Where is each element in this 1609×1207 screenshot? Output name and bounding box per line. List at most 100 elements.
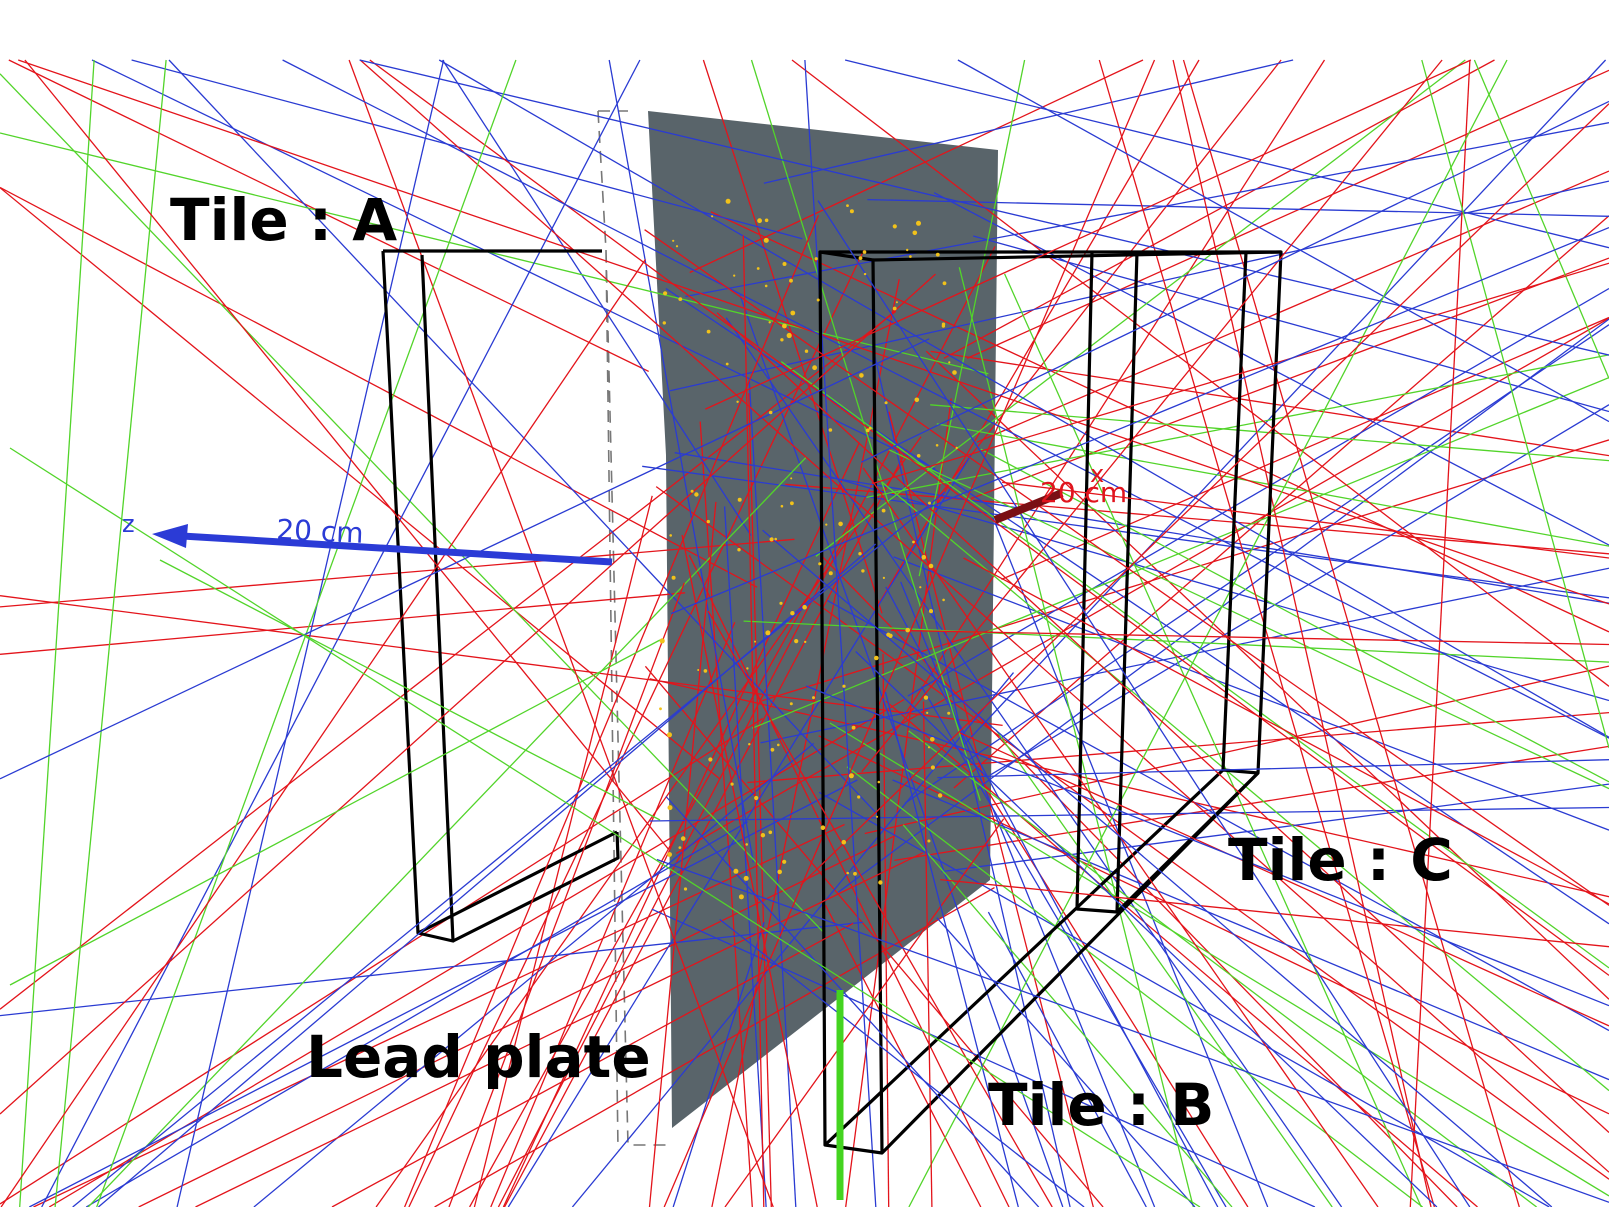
gamma-track	[54, 59, 167, 1207]
hit-dot	[861, 569, 865, 573]
lead-plate-label: Lead plate	[306, 1023, 651, 1091]
positron-track	[805, 685, 1609, 1007]
gamma-track	[1473, 59, 1609, 379]
hit-dot	[942, 598, 945, 602]
electron-track	[864, 665, 1609, 835]
electron-track	[331, 922, 854, 1207]
positron-track	[817, 200, 1471, 1207]
hit-dot	[858, 552, 862, 556]
gamma-track	[0, 73, 824, 933]
electron-track	[655, 486, 1609, 1180]
electron-track	[891, 629, 1609, 646]
hit-dot	[942, 281, 947, 286]
electron-track	[0, 592, 686, 655]
electron-track	[490, 622, 736, 1207]
hit-dot	[760, 833, 766, 838]
electron-track	[716, 312, 1609, 1133]
electron-track	[48, 698, 905, 1207]
hit-dot	[804, 349, 809, 353]
hit-dot	[914, 397, 920, 403]
electron-track	[984, 786, 1249, 1207]
gamma-track	[9, 447, 1201, 1207]
positron-track	[867, 198, 1609, 217]
hit-dot	[777, 869, 782, 875]
gamma-track	[936, 423, 1609, 547]
hit-dot	[927, 746, 931, 749]
electron-track	[824, 904, 982, 1207]
positron-track	[884, 691, 1019, 1207]
positron-track	[963, 59, 1607, 745]
positron-track	[669, 180, 1609, 392]
hit-dot	[886, 632, 891, 637]
hit-dot	[884, 401, 888, 405]
positron-track	[824, 474, 1609, 702]
electron-track	[940, 878, 1609, 948]
hit-dot	[802, 604, 807, 610]
hit-dot	[733, 868, 739, 874]
electron-track	[818, 735, 1609, 1115]
hit-dot	[780, 338, 784, 342]
hit-dot	[892, 306, 897, 311]
hit-dot	[857, 795, 861, 799]
positron-track	[672, 922, 765, 1207]
electron-track	[0, 273, 936, 1115]
hit-dot	[790, 477, 793, 480]
hit-dot	[790, 310, 796, 316]
electron-track	[761, 439, 1609, 702]
hit-dot	[935, 252, 940, 257]
positron-track	[670, 226, 1609, 615]
electron-track	[711, 278, 900, 1207]
hit-dot	[736, 400, 739, 403]
positron-track	[0, 338, 930, 780]
hit-dot	[770, 747, 775, 752]
positron-track	[608, 59, 755, 863]
hit-dot	[877, 780, 881, 784]
positron-track	[987, 911, 1147, 1207]
hit-dot	[697, 669, 700, 671]
hit-dot	[928, 563, 934, 569]
x-axis: x 20 cm	[993, 460, 1127, 524]
gamma-track	[829, 722, 1609, 1197]
electron-track	[0, 310, 897, 1010]
hit-dot	[725, 198, 731, 204]
electron-track	[959, 732, 1609, 1027]
positron-track	[937, 759, 1609, 779]
gamma-track	[877, 478, 1609, 1092]
electron-track	[799, 103, 1609, 886]
hit-dot	[905, 627, 910, 633]
positron-track	[438, 59, 1609, 738]
hit-dot	[865, 428, 870, 433]
electron-track	[742, 235, 765, 1207]
hit-dot	[769, 537, 774, 542]
electron-track	[408, 249, 865, 1207]
gamma-track	[9, 639, 661, 986]
positron-track	[893, 556, 1609, 831]
positron-track	[818, 791, 1550, 1207]
positron-track	[973, 235, 1609, 413]
positron-track	[861, 100, 1609, 463]
hit-dot	[671, 575, 676, 580]
electron-track	[976, 170, 1609, 443]
hit-dot	[816, 298, 820, 302]
positron-track	[892, 779, 1609, 1081]
hit-dot	[777, 743, 780, 747]
hit-dot	[863, 272, 867, 276]
hit-dot	[895, 301, 898, 304]
tile-a-label: Tile : A	[170, 186, 397, 254]
positron-track	[739, 294, 1064, 1207]
gamma-track	[1004, 273, 1422, 1207]
positron-track	[762, 529, 1553, 1207]
gamma-track	[0, 132, 989, 375]
electron-track	[922, 701, 933, 1207]
electron-track	[1409, 59, 1471, 1207]
hit-dot	[814, 257, 818, 261]
positron-track	[719, 918, 1085, 1207]
hit-dot	[737, 548, 741, 552]
positron-track	[507, 455, 972, 1207]
tile-b-label: Tile : B	[988, 1071, 1214, 1139]
gamma-track	[930, 404, 1609, 462]
hit-dot	[756, 267, 760, 270]
hit-dot	[690, 489, 694, 493]
electron-track	[469, 520, 852, 1207]
gamma-track	[780, 361, 1609, 969]
